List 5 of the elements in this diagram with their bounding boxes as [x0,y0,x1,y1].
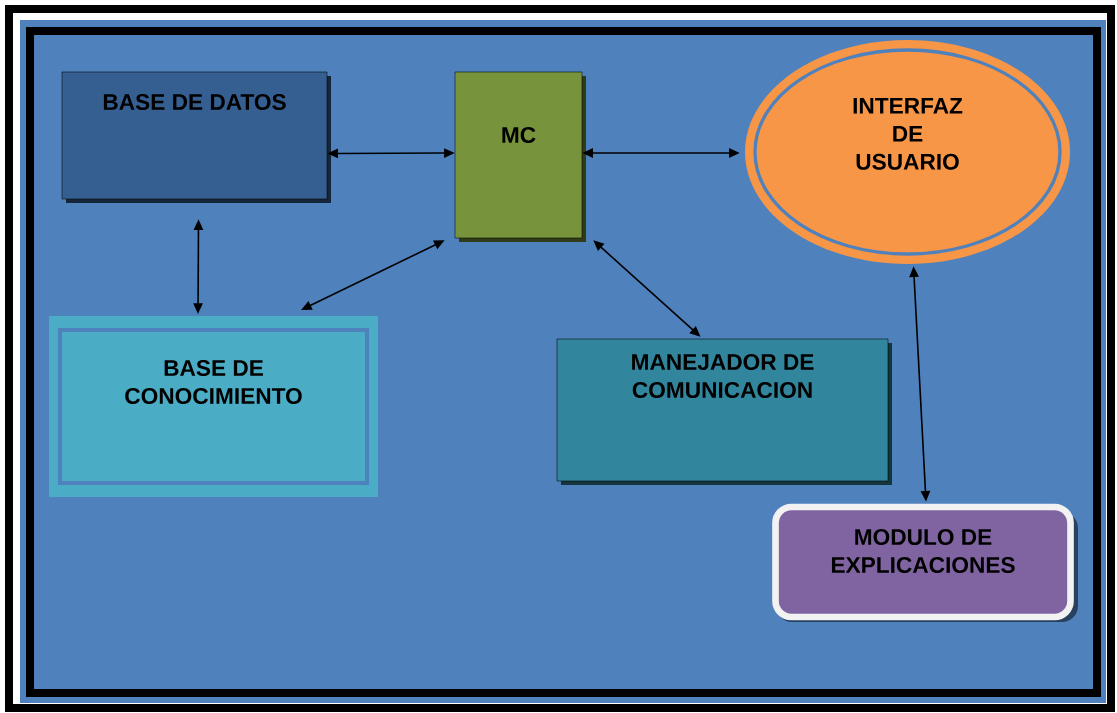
process-box: BASE DE CONOCIMIENTO [49,316,378,497]
process-box: MODULO DE EXPLICACIONES [772,503,1078,622]
process-box: BASE DE DATOS [61,71,331,203]
process-box: MC [454,71,586,242]
process-box: MANEJADOR DE COMUNICACION [556,338,892,485]
